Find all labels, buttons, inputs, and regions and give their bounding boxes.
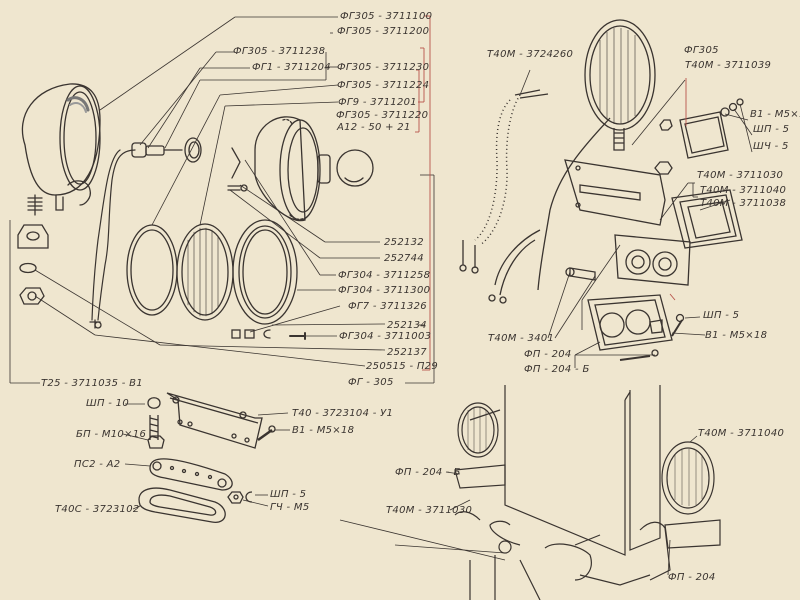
label-fg305-3711224: ФГ305 - 3711224 <box>337 80 430 91</box>
label-252134: 252134 <box>387 320 427 331</box>
label-fg9-3711201: ФГ9 - 3711201 <box>338 97 417 108</box>
label-t40m-3401: Т40М - 3401 <box>488 333 555 344</box>
label-fp-204-a: ФП - 204 <box>524 349 572 360</box>
label-fg305: ФГ305 <box>684 45 719 56</box>
label-t40s-3723102: Т40С - 3723102 <box>55 504 140 515</box>
label-t40m-3711039: Т40М - 3711039 <box>685 60 772 71</box>
label-fg-305: ФГ - 305 <box>348 377 394 388</box>
label-250515-p29: 250515 - П29 <box>366 361 438 372</box>
label-t40m-3711030-a: Т40М - 3711030 <box>697 170 784 181</box>
label-fp-204-b-a: ФП - 204 - Б <box>524 364 590 375</box>
label-t40m-3724260: Т40М - 3724260 <box>487 49 574 60</box>
label-v1-m5x18: В1 - М5×18 <box>292 425 355 436</box>
label-fp-204-b-b: ФП - 204 - Б <box>395 467 461 478</box>
headlamp-housing <box>21 83 101 216</box>
label-fg304-3711300: ФГ304 - 3711300 <box>338 285 431 296</box>
label-fg1-3711204: ФГ1 - 3711204 <box>252 62 331 73</box>
label-t40-3723104-u1: Т40 - 3723104 - У1 <box>292 408 394 419</box>
label-fg305-3711230: ФГ305 - 3711230 <box>337 62 430 73</box>
label-t40m-3711040-b: Т40М - 3711040 <box>698 428 785 439</box>
label-t40m-3711040-a: Т40М - 3711040 <box>700 185 787 196</box>
label-bp-m10x16: БП - М10×16 <box>76 429 147 440</box>
label-t25-3711035-v1: Т25 - 3711035 - В1 <box>41 378 143 389</box>
label-shch-5: ШЧ - 5 <box>753 141 789 152</box>
label-gch-m5: ГЧ - М5 <box>270 502 310 513</box>
reflector-unit <box>254 116 374 222</box>
label-v1-m5x18-b: В1 - М5×18 <box>705 330 768 341</box>
label-fg305-3711200: ФГ305 - 3711200 <box>337 26 430 37</box>
label-a12-50-21: А12 - 50 + 21 <box>337 122 411 133</box>
label-v1-m5x14: В1 - М5×14 <box>750 109 800 120</box>
label-shp-5-c: ШП - 5 <box>703 310 740 321</box>
label-fg305-3711220: ФГ305 - 3711220 <box>336 110 429 121</box>
label-252744: 252744 <box>384 253 424 264</box>
rim-ring <box>232 219 298 325</box>
label-ps2-a2: ПС2 - А2 <box>74 459 121 470</box>
label-shp-5-b: ШП - 5 <box>753 124 790 135</box>
label-252132: 252132 <box>384 237 424 248</box>
label-fp-204-b: ФП - 204 <box>668 572 716 583</box>
label-fg305-3711238: ФГ305 - 3711238 <box>233 46 326 57</box>
lens <box>176 223 234 321</box>
mount-nut <box>17 224 49 305</box>
label-t40m-3711030-b: Т40М - 3711030 <box>386 505 473 516</box>
connector <box>131 137 202 163</box>
label-252137: 252137 <box>387 347 427 358</box>
label-shp-5-a: ШП - 5 <box>270 489 307 500</box>
label-fg7-3711326: ФГ7 - 3711326 <box>348 301 427 312</box>
label-fg305-3711100: ФГ305 - 3711100 <box>340 11 433 22</box>
label-shp-10: ШП - 10 <box>86 398 130 409</box>
sealing-ring-1 <box>126 224 178 316</box>
label-fg304-3711258: ФГ304 - 3711258 <box>338 270 431 281</box>
tractor-rear-view <box>339 385 721 600</box>
rear-lamp-assembly <box>459 19 744 361</box>
wire-cable <box>91 149 136 321</box>
bracket-parts <box>138 392 276 523</box>
label-fg304-3711003: ФГ304 - 3711003 <box>339 331 432 342</box>
label-t40m-3711038: Т40М - 3711038 <box>700 198 787 209</box>
